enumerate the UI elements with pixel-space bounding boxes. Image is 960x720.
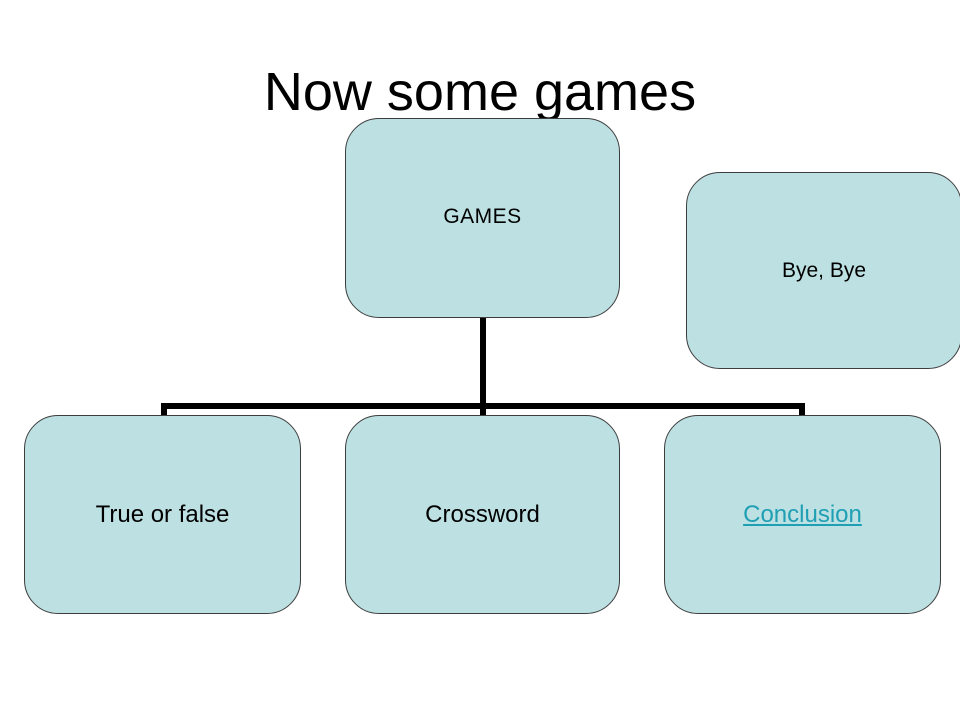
crossword-node: Crossword <box>345 415 620 614</box>
crossword-label: Crossword <box>425 500 540 528</box>
conclusion-link[interactable]: Conclusion <box>743 500 862 528</box>
games-root-label: GAMES <box>443 205 522 228</box>
true-or-false-label: True or false <box>95 500 230 528</box>
true-or-false-node: True or false <box>24 415 301 614</box>
games-root-node: GAMES <box>345 118 620 318</box>
bye-bye-label: Bye, Bye <box>781 258 867 282</box>
bye-bye-node: Bye, Bye <box>686 172 960 369</box>
conclusion-node: Conclusion <box>664 415 941 614</box>
slide-title: Now some games <box>263 62 697 122</box>
